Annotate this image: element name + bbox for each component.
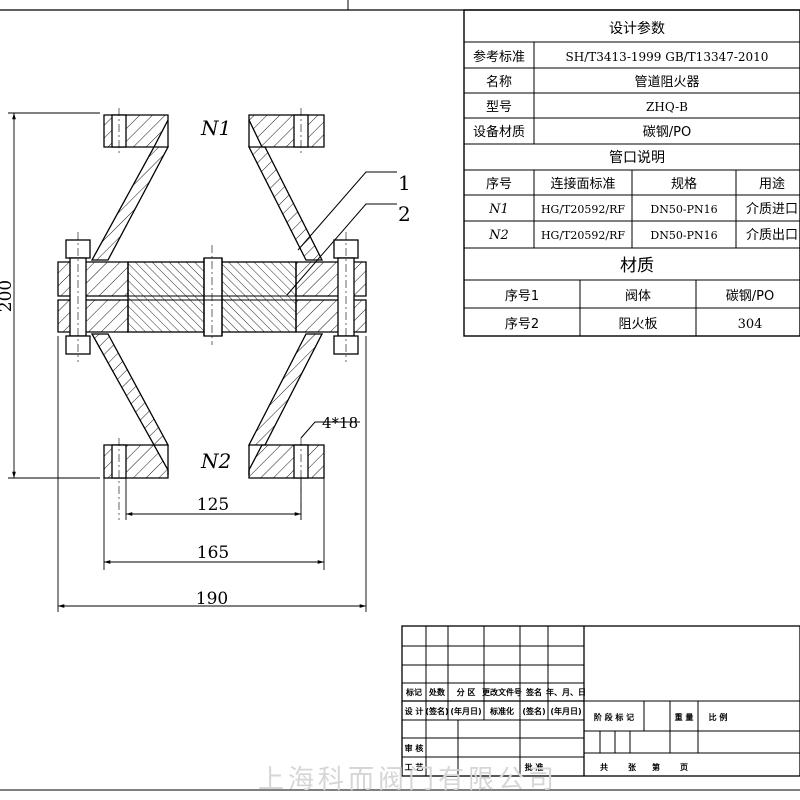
nozzle-n1-no: N1 — [488, 202, 509, 217]
param-label-model: 型号 — [486, 100, 512, 115]
tb-review: 审 核 — [405, 743, 424, 753]
tb-rev-h1: 处数 — [428, 687, 446, 697]
nozzle-table-title: 管口说明 — [609, 150, 665, 166]
material-2-no: 序号2 — [505, 317, 539, 332]
bolt-right — [333, 232, 359, 362]
tb-weight: 重 量 — [675, 712, 694, 722]
material-2-part: 阻火板 — [618, 317, 657, 332]
nozzle-n1-spec: DN50-PN16 — [650, 203, 717, 216]
tb-rev-h0: 标记 — [405, 687, 422, 697]
tb-total: 共 — [600, 762, 608, 772]
tb-sheets: 张 — [628, 763, 637, 772]
tb-rev-h5: 年、月、日 — [546, 687, 586, 697]
upper-cone-right — [247, 146, 324, 261]
tb-sign-1: (签名) — [425, 706, 448, 716]
body-flange-lower-left — [57, 299, 129, 333]
bolt-hole-callout: 4*18 — [322, 414, 358, 432]
param-value-standard: SH/T3413-1999 GB/T13347-2010 — [566, 50, 769, 64]
body-flange-lower-right — [295, 299, 367, 333]
tb-rev-h3: 更改文件号 — [482, 687, 522, 697]
title-block — [401, 625, 800, 777]
nozzle-n1-label: N1 — [200, 116, 231, 140]
nozzle-n1-use: 介质进口 — [746, 202, 798, 217]
nozzle-header-std: 连接面标准 — [550, 176, 615, 192]
tb-rev-h4: 签名 — [525, 687, 542, 697]
company-watermark: 上海科而阀门有限公司 — [258, 765, 558, 795]
nozzle-n2-label: N2 — [200, 449, 231, 473]
bottom-flange-right — [248, 444, 325, 479]
body-flange-upper-right — [295, 261, 367, 297]
tb-process: 工 艺 — [405, 762, 424, 772]
callout-2: 2 — [398, 202, 411, 226]
tb-sign-5: (年月日) — [550, 706, 581, 716]
lower-cone-right — [247, 333, 324, 446]
tb-scale: 比 例 — [709, 712, 728, 722]
upper-cone-left — [90, 146, 170, 261]
title-block-text: 标记 处数 分 区 更改文件号 签名 年、月、日 设 计 (签名) (年月日) … — [405, 687, 728, 772]
material-2-material: 304 — [738, 317, 763, 332]
param-label-name: 名称 — [486, 74, 512, 90]
materials-title: 材质 — [620, 256, 654, 276]
lower-cone-left — [90, 333, 170, 446]
body-flange-upper-left — [57, 261, 129, 297]
callout-1: 1 — [398, 171, 411, 195]
tb-page: 页 — [680, 763, 688, 772]
dim-bolt-circle: 125 — [197, 495, 229, 515]
tb-sign-0: 设 计 — [405, 706, 424, 716]
valve-section — [57, 108, 367, 520]
nozzle-n2-use: 介质出口 — [746, 228, 798, 243]
nozzle-n2-std: HG/T20592/RF — [541, 229, 625, 242]
tb-sign-2: (年月日) — [450, 706, 481, 716]
param-value-material: 碳钢/PO — [643, 125, 691, 140]
arrester-core-gap — [203, 257, 223, 337]
dim-height: 200 — [0, 280, 16, 312]
tb-stage-mark: 阶 段 标 记 — [594, 712, 634, 722]
param-value-name: 管道阻火器 — [634, 75, 699, 90]
dimension-lines — [8, 112, 367, 612]
callout-leaders — [286, 171, 397, 439]
material-1-material: 碳钢/PO — [726, 289, 774, 304]
tb-no: 第 — [652, 762, 660, 772]
nozzle-n2-spec: DN50-PN16 — [650, 229, 717, 242]
param-value-model: ZHQ-B — [646, 100, 688, 114]
nozzle-header-use: 用途 — [759, 176, 785, 192]
design-params-table — [463, 9, 800, 337]
dim-flange-od: 190 — [196, 589, 228, 609]
tb-sign-3: 标准化 — [489, 706, 514, 716]
top-flange-right — [248, 114, 325, 148]
tb-rev-h2: 分 区 — [457, 687, 476, 697]
param-label-standard: 参考标准 — [473, 49, 525, 65]
tb-sign-4: (签名) — [522, 706, 545, 716]
param-label-material: 设备材质 — [473, 124, 525, 140]
design-params-title: 设计参数 — [609, 20, 665, 37]
nozzle-n2-no: N2 — [488, 228, 509, 243]
material-1-part: 阀体 — [625, 289, 651, 304]
nozzle-n1-std: HG/T20592/RF — [541, 203, 625, 216]
tb-approve: 批 准 — [525, 762, 544, 772]
nozzle-header-no: 序号 — [486, 177, 512, 192]
dim-raised-face: 165 — [197, 543, 229, 563]
material-1-no: 序号1 — [505, 289, 539, 304]
nozzle-header-spec: 规格 — [671, 176, 697, 192]
bolt-left — [65, 232, 91, 362]
